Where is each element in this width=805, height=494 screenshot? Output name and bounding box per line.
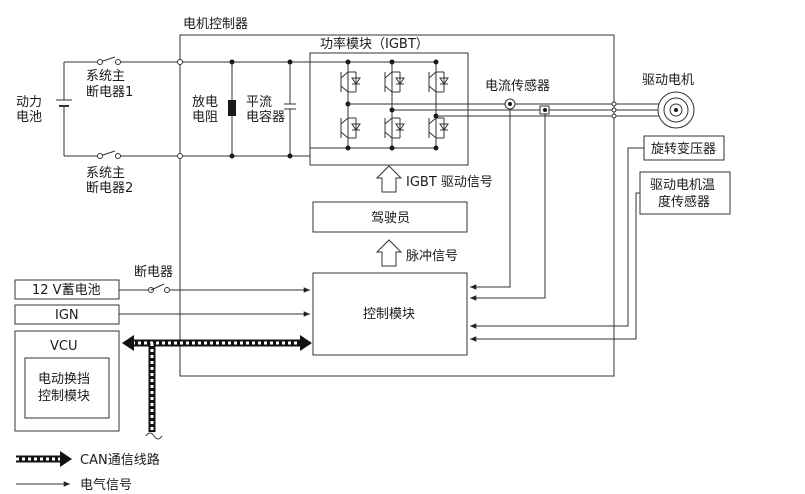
battery-label-1: 动力 xyxy=(16,95,42,110)
pulse-signal-arrow xyxy=(375,239,403,267)
igbt-switches xyxy=(310,59,449,151)
sensor-signal-lines xyxy=(470,109,644,342)
capacitor-label-2: 电容器 xyxy=(246,109,285,125)
drive-motor-label: 驱动电机 xyxy=(642,73,694,88)
resistor-label-1: 放电 xyxy=(192,95,218,110)
breaker1-label-2: 断电器1 xyxy=(86,85,133,100)
shift-module-label-1: 电动换挡 xyxy=(38,372,90,387)
control-module-box xyxy=(312,272,468,356)
resolver-label: 旋转变压器 xyxy=(651,141,716,157)
breaker2-label-2: 断电器2 xyxy=(86,181,133,196)
current-sensor-label: 电流传感器 xyxy=(485,78,550,94)
shift-module-box xyxy=(24,357,110,419)
legend-can-label: CAN通信线路 xyxy=(80,452,160,468)
shift-module-label-2: 控制模块 xyxy=(38,389,90,404)
can-legend-arrow xyxy=(60,451,72,467)
ign-label: IGN xyxy=(55,308,79,323)
battery-12v-label: 12 V蓄电池 xyxy=(32,283,101,298)
capacitor-label-1: 平流 xyxy=(246,95,272,110)
phase-lines xyxy=(348,98,660,119)
battery-label-2: 电池 xyxy=(16,110,42,125)
igbt-signal-arrow xyxy=(375,165,403,193)
vcu-label: VCU xyxy=(50,339,78,354)
pulse-signal-label: 脉冲信号 xyxy=(406,249,458,264)
legend xyxy=(16,451,72,487)
drive-motor-symbol xyxy=(657,91,695,129)
temp-sensor-label-1: 驱动电机温 xyxy=(650,178,715,193)
battery-circuit xyxy=(56,56,180,159)
driver-box xyxy=(312,201,468,233)
temp-sensor-box xyxy=(639,171,731,215)
breaker-label: 断电器 xyxy=(134,265,173,280)
breaker2-label-1: 系统主 xyxy=(86,166,125,181)
breaker-12v xyxy=(119,283,310,317)
breaker1-label-1: 系统主 xyxy=(86,69,125,84)
can-bus-lines xyxy=(122,335,312,440)
driver-label: 驾驶员 xyxy=(371,211,410,226)
control-module-label: 控制模块 xyxy=(363,307,415,322)
igbt-signal-label: IGBT 驱动信号 xyxy=(406,175,493,190)
temp-sensor-label-2: 度传感器 xyxy=(658,194,710,210)
resolver-box xyxy=(643,135,725,161)
legend-signal-label: 电气信号 xyxy=(80,477,132,493)
resistor-label-2: 电阻 xyxy=(192,110,218,125)
controller-title: 电机控制器 xyxy=(183,17,248,32)
dc-bus xyxy=(177,59,310,159)
igbt-module-title: 功率模块（IGBT） xyxy=(320,36,429,52)
discharge-resistor-symbol xyxy=(228,100,236,116)
